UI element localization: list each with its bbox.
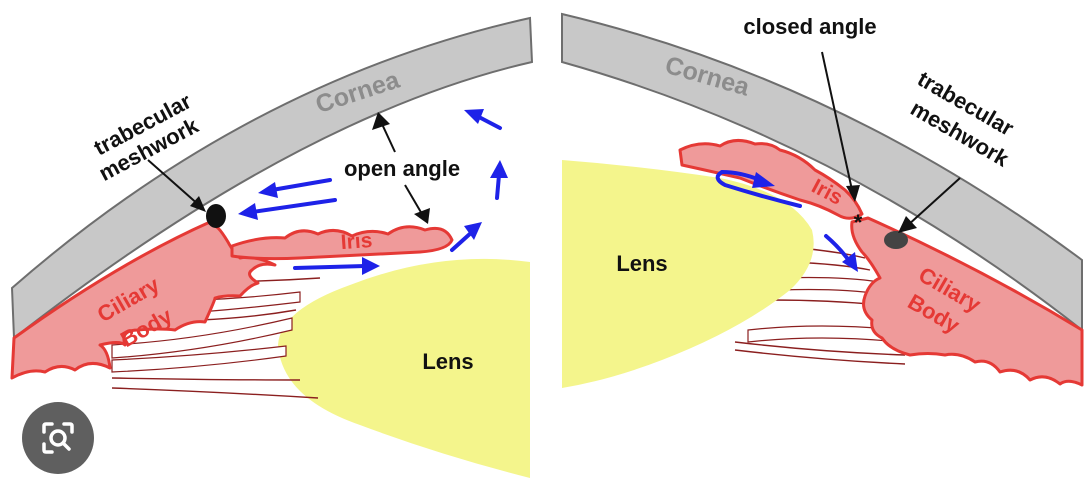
left-iris xyxy=(230,225,454,261)
left-trabecular-dot xyxy=(206,204,226,228)
right-angle-label: closed angle xyxy=(743,14,876,39)
left-ciliary-body xyxy=(10,220,277,380)
right-lens-label: Lens xyxy=(616,251,667,276)
left-flow-arrows xyxy=(238,109,508,275)
left-iris-label: Iris xyxy=(340,229,373,254)
left-zonules xyxy=(111,277,321,399)
left-angle-label: open angle xyxy=(344,156,460,181)
right-lens xyxy=(562,160,814,388)
lens-search-icon xyxy=(42,422,74,454)
right-iris xyxy=(678,139,864,220)
right-marker: * xyxy=(854,210,863,235)
right-pointers xyxy=(821,51,961,233)
right-flow-arrows xyxy=(715,169,858,272)
left-lens xyxy=(278,258,530,478)
left-lens-label: Lens xyxy=(422,349,473,374)
right-panel: closed angle Cornea trabecular meshwork … xyxy=(561,12,1084,388)
left-pointers xyxy=(147,112,430,224)
lens-search-button[interactable] xyxy=(22,402,94,474)
left-cornea xyxy=(10,16,534,340)
right-trabecular-dot xyxy=(884,231,908,249)
left-panel: Cornea trabecular meshwork open angle Ir… xyxy=(10,16,534,478)
right-ciliary-body xyxy=(850,216,1084,387)
